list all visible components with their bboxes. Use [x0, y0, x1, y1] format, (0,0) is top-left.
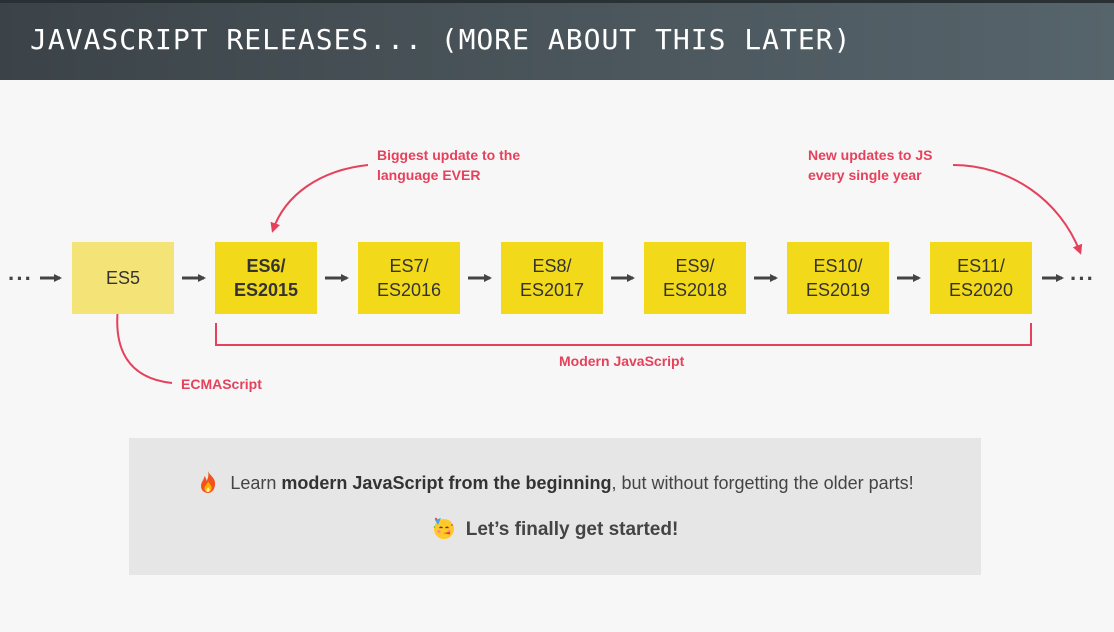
release-label: ES7/: [389, 256, 429, 276]
slide-header: JAVASCRIPT RELEASES... (MORE ABOUT THIS …: [0, 0, 1114, 80]
note-text-prefix: Learn: [230, 472, 282, 493]
annotation-biggest-update: Biggest update to the language EVER: [377, 145, 520, 185]
biggest-update-pointer: [270, 164, 369, 233]
intro-note-line-2: Let’s finally get started!: [129, 517, 981, 542]
release-box-es11: ES11/ ES2020: [930, 242, 1032, 314]
ecmascript-pointer: [112, 297, 173, 384]
partying-face-emoji-icon: [433, 517, 454, 539]
note-text-suffix: , but without forgetting the older parts…: [611, 472, 914, 493]
trailing-dots: ···: [1070, 266, 1095, 291]
leading-dots: ···: [8, 266, 33, 291]
annotation-line: every single year: [808, 167, 922, 183]
modern-javascript-bracket: [215, 323, 1032, 346]
release-year-label: ES2015: [233, 280, 299, 300]
intro-note-box: Learn modern JavaScript from the beginni…: [129, 438, 981, 575]
note-text-bold: modern JavaScript from the beginning: [281, 472, 612, 493]
release-box-es8: ES8/ ES2017: [501, 242, 603, 314]
release-label: ES8/: [532, 256, 572, 276]
intro-note-line-1: Learn modern JavaScript from the beginni…: [129, 471, 981, 496]
release-label: ES10/: [813, 256, 863, 276]
release-year-label: ES2018: [662, 280, 728, 300]
release-box-es6: ES6/ ES2015: [215, 242, 317, 314]
release-box-es9: ES9/ ES2018: [644, 242, 746, 314]
release-label: ES5: [105, 268, 141, 288]
annotation-ecmascript: ECMAScript: [181, 376, 262, 392]
slide-title: JAVASCRIPT RELEASES... (MORE ABOUT THIS …: [30, 23, 852, 56]
release-year-label: ES2017: [519, 280, 585, 300]
annotation-line: Biggest update to the: [377, 147, 521, 163]
release-box-es10: ES10/ ES2019: [787, 242, 889, 314]
release-year-label: ES2016: [376, 280, 442, 300]
release-label: ES9/: [675, 256, 715, 276]
annotation-new-updates: New updates to JS every single year: [808, 145, 932, 185]
release-box-es7: ES7/ ES2016: [358, 242, 460, 314]
release-label: ES6/: [246, 256, 286, 276]
release-year-label: ES2020: [948, 280, 1014, 300]
release-year-label: ES2019: [805, 280, 871, 300]
new-updates-pointer: [952, 164, 1083, 255]
release-label: ES11/: [957, 256, 1005, 276]
annotation-line: language EVER: [377, 167, 481, 183]
annotation-modern-javascript: Modern JavaScript: [559, 353, 685, 369]
release-box-es5: ES5: [72, 242, 174, 314]
note-text-started: Let’s finally get started!: [465, 519, 679, 541]
annotation-line: New updates to JS: [808, 147, 933, 163]
fire-emoji-icon: [201, 471, 216, 493]
